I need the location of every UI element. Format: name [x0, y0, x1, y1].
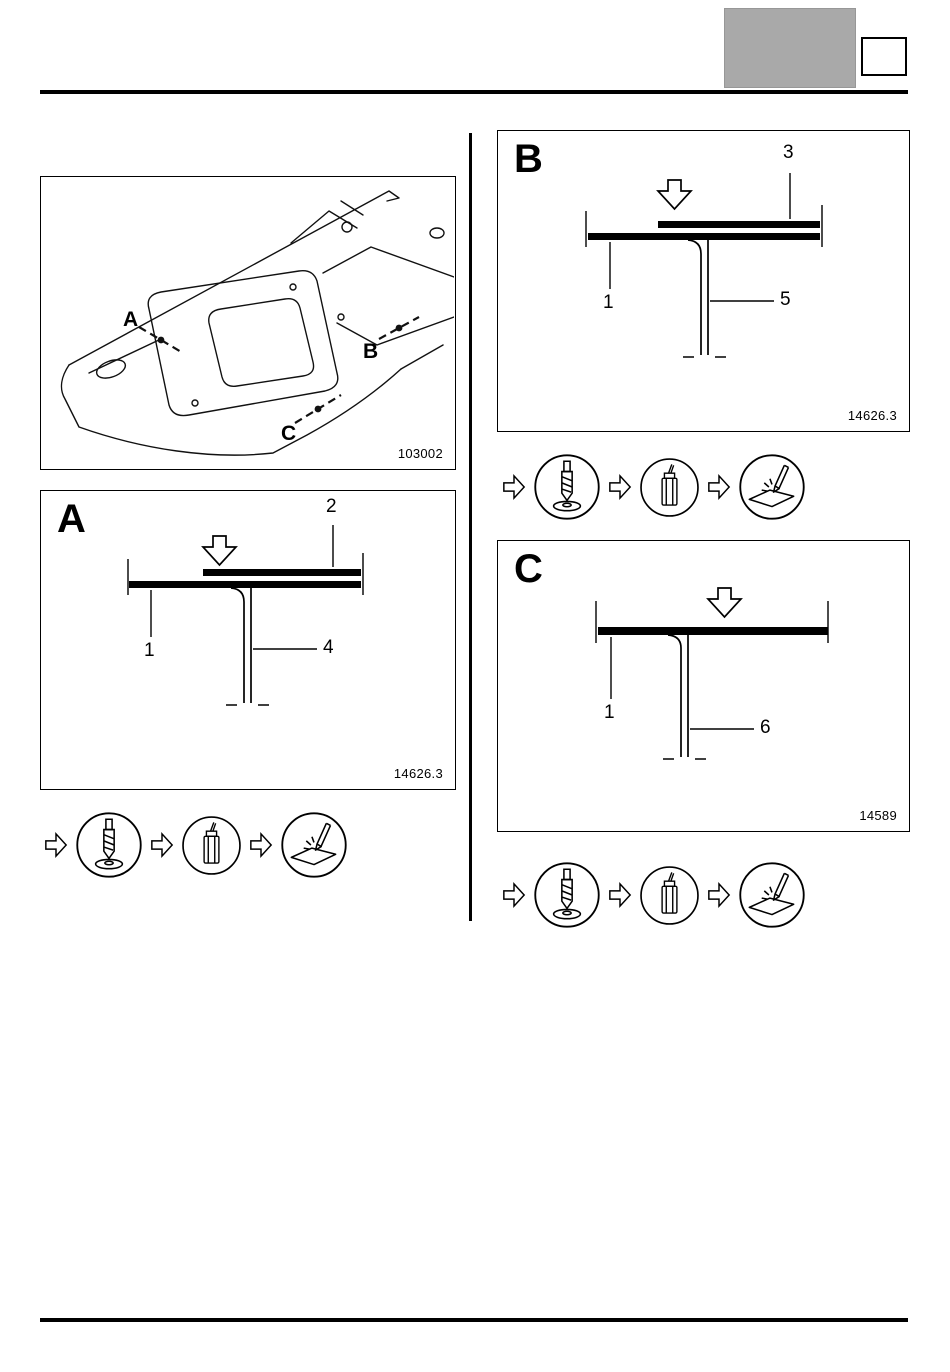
section-a-title: A [57, 497, 86, 541]
down-arrow-icon [706, 587, 743, 619]
next-step-arrow-icon [502, 472, 526, 502]
next-step-arrow-icon [707, 472, 731, 502]
section-c-drawing [595, 587, 829, 760]
drill-icon [533, 453, 601, 521]
location-leader-lines [138, 316, 420, 424]
figure-section-c: C 1 6 14589 [497, 540, 910, 832]
section-b-drawing [585, 173, 823, 358]
down-arrow-icon [201, 535, 238, 567]
overview-fig-number: 103002 [397, 446, 443, 461]
section-c-title: C [514, 547, 543, 591]
section-b-callout-5: 5 [780, 289, 791, 310]
figure-section-b: B 3 1 5 14626.3 [497, 130, 910, 432]
next-step-arrow-icon [249, 830, 273, 860]
adhesive-cartridge-icon [639, 457, 700, 518]
next-step-arrow-icon [150, 830, 174, 860]
next-step-arrow-icon [707, 880, 731, 910]
adhesive-cartridge-icon [181, 815, 242, 876]
overview-label-c: C [281, 422, 297, 445]
section-a-drawing [127, 525, 364, 706]
section-b-fig-number: 14626.3 [847, 408, 897, 423]
figure-section-a: A 2 1 4 14626.3 [40, 490, 456, 790]
bottom-rule [40, 1318, 908, 1322]
header-page-number-box [861, 37, 907, 76]
section-b-callout-3: 3 [783, 142, 794, 163]
overview-label-b: B [363, 340, 379, 363]
figure-overview: A B C 103002 [40, 176, 456, 470]
section-a-callout-4: 4 [323, 637, 334, 658]
column-divider [469, 133, 472, 921]
plug-weld-icon [738, 453, 806, 521]
next-step-arrow-icon [608, 472, 632, 502]
section-a-callout-1: 1 [144, 640, 155, 661]
next-step-arrow-icon [44, 830, 68, 860]
section-b-title: B [514, 137, 543, 181]
floor-panel-drawing [60, 190, 454, 456]
adhesive-cartridge-icon [639, 865, 700, 926]
overview-label-a: A [123, 308, 139, 331]
process-steps-section-b [502, 452, 806, 522]
section-c-callout-1: 1 [604, 702, 615, 723]
header-section-placeholder [724, 8, 856, 88]
section-b-callout-1: 1 [603, 292, 614, 313]
section-c-fig-number: 14589 [859, 808, 897, 823]
section-c-callout-6: 6 [760, 717, 771, 738]
drill-icon [533, 861, 601, 929]
plug-weld-icon [738, 861, 806, 929]
down-arrow-icon [656, 179, 693, 211]
next-step-arrow-icon [502, 880, 526, 910]
next-step-arrow-icon [608, 880, 632, 910]
top-rule [40, 90, 908, 94]
section-a-callout-2: 2 [326, 496, 337, 517]
drill-icon [75, 811, 143, 879]
plug-weld-icon [280, 811, 348, 879]
process-steps-section-a [44, 810, 348, 880]
process-steps-section-c [502, 860, 806, 930]
location-dots [157, 324, 403, 413]
section-a-fig-number: 14626.3 [393, 766, 443, 781]
